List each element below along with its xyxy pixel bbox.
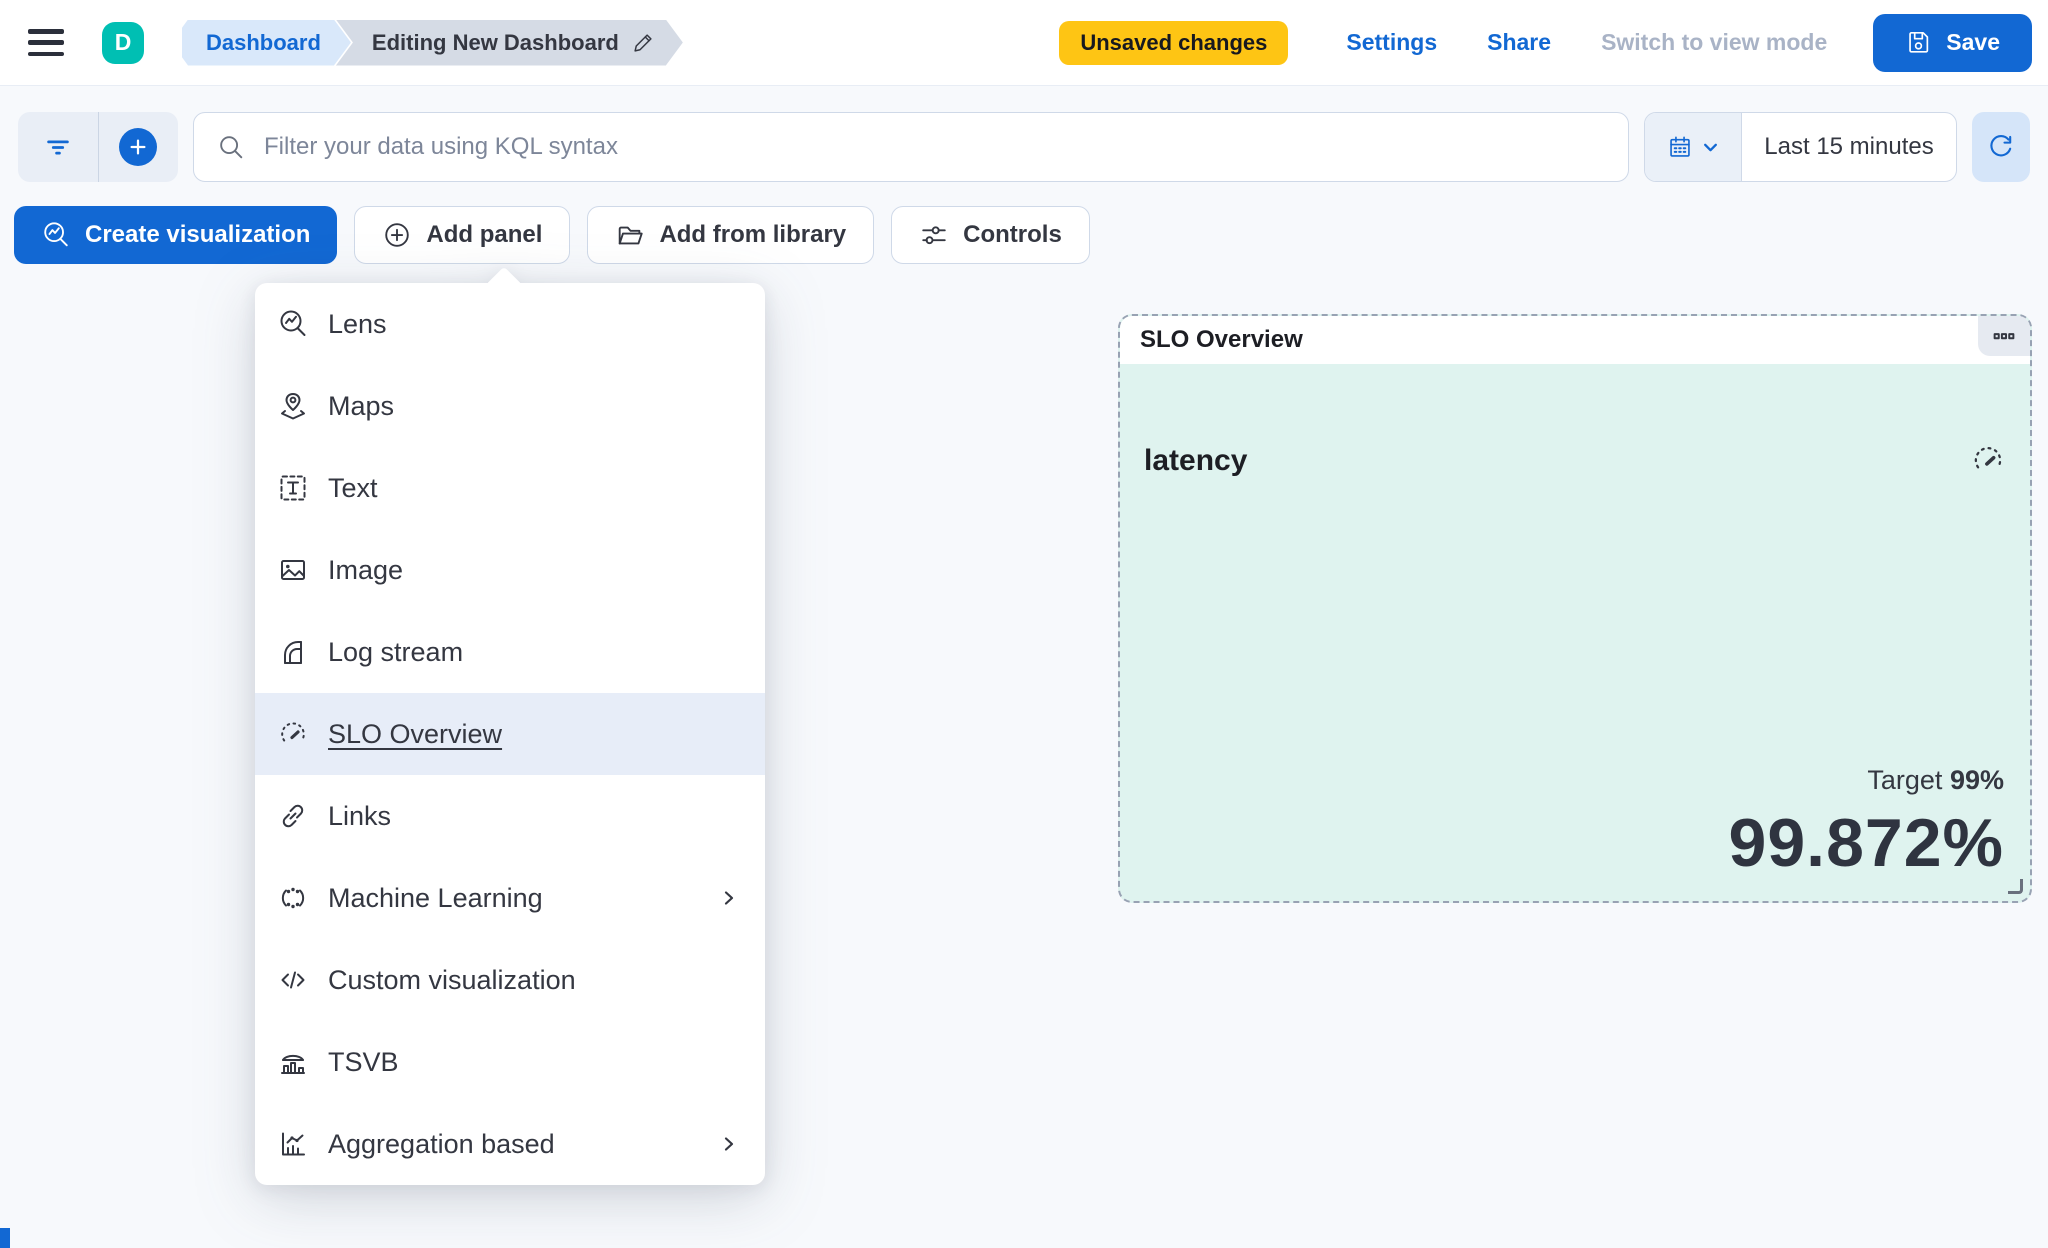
breadcrumb-label: Editing New Dashboard	[371, 29, 619, 55]
panel-header[interactable]: SLO Overview	[1120, 316, 2030, 364]
menu-item-label: Machine Learning	[328, 882, 543, 913]
code-icon	[277, 964, 309, 996]
panel-header-title: SLO Overview	[1140, 326, 1303, 353]
menu-item-label: Custom visualization	[328, 964, 576, 995]
links-icon	[277, 800, 309, 832]
slo-target: Target 99%	[1867, 765, 2004, 796]
menu-item-label: TSVB	[328, 1046, 399, 1077]
filter-button[interactable]	[18, 112, 98, 182]
controls-button[interactable]: Controls	[891, 206, 1090, 264]
chevron-right-icon	[719, 1134, 739, 1154]
log-stream-icon	[277, 636, 309, 668]
menu-item-label: Text	[328, 472, 378, 503]
maps-icon	[277, 390, 309, 422]
share-link[interactable]: Share	[1487, 29, 1552, 55]
add-panel-label: Add panel	[426, 221, 543, 248]
text-icon	[277, 472, 309, 504]
kql-search-box	[193, 112, 1629, 182]
menu-item-label: Aggregation based	[328, 1128, 555, 1159]
menu-item-image[interactable]: Image	[255, 529, 765, 611]
filter-button-group	[18, 112, 178, 182]
panel-resize-handle[interactable]	[2008, 879, 2023, 894]
aggregation-icon	[277, 1128, 309, 1160]
add-filter-button[interactable]	[97, 112, 179, 182]
menu-item-tsvb[interactable]: TSVB	[255, 1021, 765, 1103]
slo-name: latency	[1144, 444, 1248, 477]
menu-hamburger-icon[interactable]	[28, 29, 64, 56]
menu-item-log-stream[interactable]: Log stream	[255, 611, 765, 693]
menu-item-label: Lens	[328, 308, 387, 339]
unsaved-changes-badge: Unsaved changes	[1059, 20, 1289, 65]
refresh-button[interactable]	[1972, 112, 2030, 182]
top-navigation-bar: D Dashboard Editing New Dashboard Unsave…	[0, 0, 2048, 86]
search-icon	[216, 132, 246, 162]
bottom-left-artifact	[0, 1228, 10, 1248]
slo-target-value: 99%	[1949, 765, 2004, 795]
breadcrumb: Dashboard Editing New Dashboard	[182, 20, 683, 66]
menu-item-label: Image	[328, 554, 404, 585]
switch-to-view-mode-link[interactable]: Switch to view mode	[1601, 29, 1828, 55]
menu-item-text[interactable]: Text	[255, 447, 765, 529]
menu-item-label: Links	[328, 800, 392, 831]
menu-item-maps[interactable]: Maps	[255, 365, 765, 447]
kql-search-input[interactable]	[264, 133, 1606, 161]
query-bar: Last 15 minutes	[0, 112, 2048, 182]
menu-item-lens[interactable]: Lens	[255, 283, 765, 365]
tsvb-icon	[277, 1046, 309, 1078]
create-visualization-label: Create visualization	[85, 221, 311, 248]
add-panel-button[interactable]: Add panel	[354, 206, 571, 264]
machine-learning-icon	[277, 882, 309, 914]
lens-icon	[41, 220, 71, 250]
plus-in-circle-icon	[382, 220, 412, 250]
controls-label: Controls	[963, 221, 1062, 248]
create-visualization-button[interactable]: Create visualization	[14, 206, 338, 264]
menu-item-slo-overview[interactable]: SLO Overview	[255, 693, 765, 775]
pencil-icon	[631, 31, 655, 55]
breadcrumb-editing-new-dashboard[interactable]: Editing New Dashboard	[336, 20, 683, 66]
folder-icon	[615, 220, 645, 250]
menu-item-label: Maps	[328, 390, 395, 421]
panel-options-button[interactable]	[1978, 316, 2030, 356]
refresh-icon	[1987, 133, 2015, 161]
menu-item-aggregation-based[interactable]: Aggregation based	[255, 1103, 765, 1185]
chevron-right-icon	[719, 888, 739, 908]
chevron-down-icon	[1702, 139, 1719, 156]
breadcrumb-dashboard[interactable]: Dashboard	[182, 20, 351, 66]
menu-item-links[interactable]: Links	[255, 775, 765, 857]
menu-item-label: SLO Overview	[328, 718, 503, 749]
save-disk-icon	[1905, 29, 1932, 56]
save-button[interactable]: Save	[1873, 13, 2032, 72]
add-from-library-button[interactable]: Add from library	[587, 206, 875, 264]
date-picker-calendar-button[interactable]	[1645, 113, 1742, 181]
slo-target-label: Target	[1867, 765, 1943, 795]
boxes-horizontal-icon	[1992, 324, 2016, 348]
calendar-icon	[1667, 134, 1693, 160]
slo-value: 99.872%	[1728, 805, 2004, 881]
image-icon	[277, 554, 309, 586]
time-range-button[interactable]: Last 15 minutes	[1764, 133, 1934, 160]
save-button-label: Save	[1946, 29, 2000, 55]
menu-item-machine-learning[interactable]: Machine Learning	[255, 857, 765, 939]
dashboard-toolbar: Create visualization Add panel Add from …	[0, 206, 2048, 264]
lens-icon	[277, 308, 309, 340]
avatar[interactable]: D	[102, 21, 144, 64]
plus-circle-icon	[119, 128, 158, 166]
slo-gauge-icon	[277, 718, 309, 750]
filter-icon	[43, 132, 73, 162]
add-from-library-label: Add from library	[659, 221, 847, 248]
slo-gauge-icon	[1970, 442, 2006, 478]
slo-overview-panel[interactable]: SLO Overview latency Target 99% 99.872%	[1118, 314, 2032, 903]
sliders-icon	[919, 220, 949, 250]
menu-item-custom-visualization[interactable]: Custom visualization	[255, 939, 765, 1021]
date-picker: Last 15 minutes	[1644, 112, 1957, 182]
menu-item-label: Log stream	[328, 636, 464, 667]
settings-link[interactable]: Settings	[1346, 29, 1438, 55]
